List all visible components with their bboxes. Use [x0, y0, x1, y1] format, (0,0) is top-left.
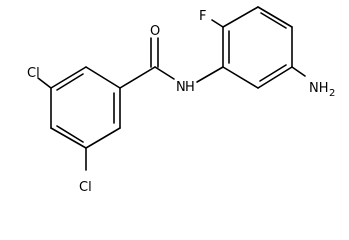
ring-double-bond: [56, 125, 84, 143]
ring-double-bond: [259, 64, 287, 82]
amide-hydrogen-label: H: [185, 80, 195, 95]
ring-double-bond: [56, 73, 84, 91]
oxygen-label: O: [150, 24, 160, 39]
amino-subscript-label: 2: [329, 88, 335, 99]
fluorine-bond: [211, 19, 224, 28]
ring-bond: [222, 66, 259, 89]
molecule-structure-diagram: O F N H NH 2 Cl Cl: [27, 6, 335, 195]
amide-nitrogen-label: N: [176, 80, 186, 95]
ring-bond: [257, 6, 293, 28]
fluorine-label: F: [199, 9, 206, 24]
ring-bond: [50, 66, 87, 89]
chlorine-top-label: Cl: [27, 66, 40, 81]
amino-group-label: NH: [309, 81, 329, 96]
ring-bond: [257, 66, 293, 89]
ring-bond: [85, 127, 121, 149]
chlorine-bond-top: [37, 77, 52, 89]
ring-double-bond: [260, 12, 287, 29]
ring-bond: [222, 6, 259, 28]
aminofluorophenyl-ring: [222, 6, 293, 89]
ring-to-carbonyl-bond: [119, 66, 156, 89]
molecule-canvas: O F N H NH 2 Cl Cl: [27, 6, 335, 195]
chlorine-bottom-label: Cl: [79, 180, 92, 195]
ring-bond: [85, 66, 121, 89]
carbonyl-to-nitrogen-bond: [154, 66, 175, 80]
amino-bond: [291, 66, 306, 77]
nitrogen-to-ring-bond: [196, 66, 224, 83]
dichlorophenyl-ring: [50, 66, 121, 149]
ring-bond: [50, 127, 87, 149]
